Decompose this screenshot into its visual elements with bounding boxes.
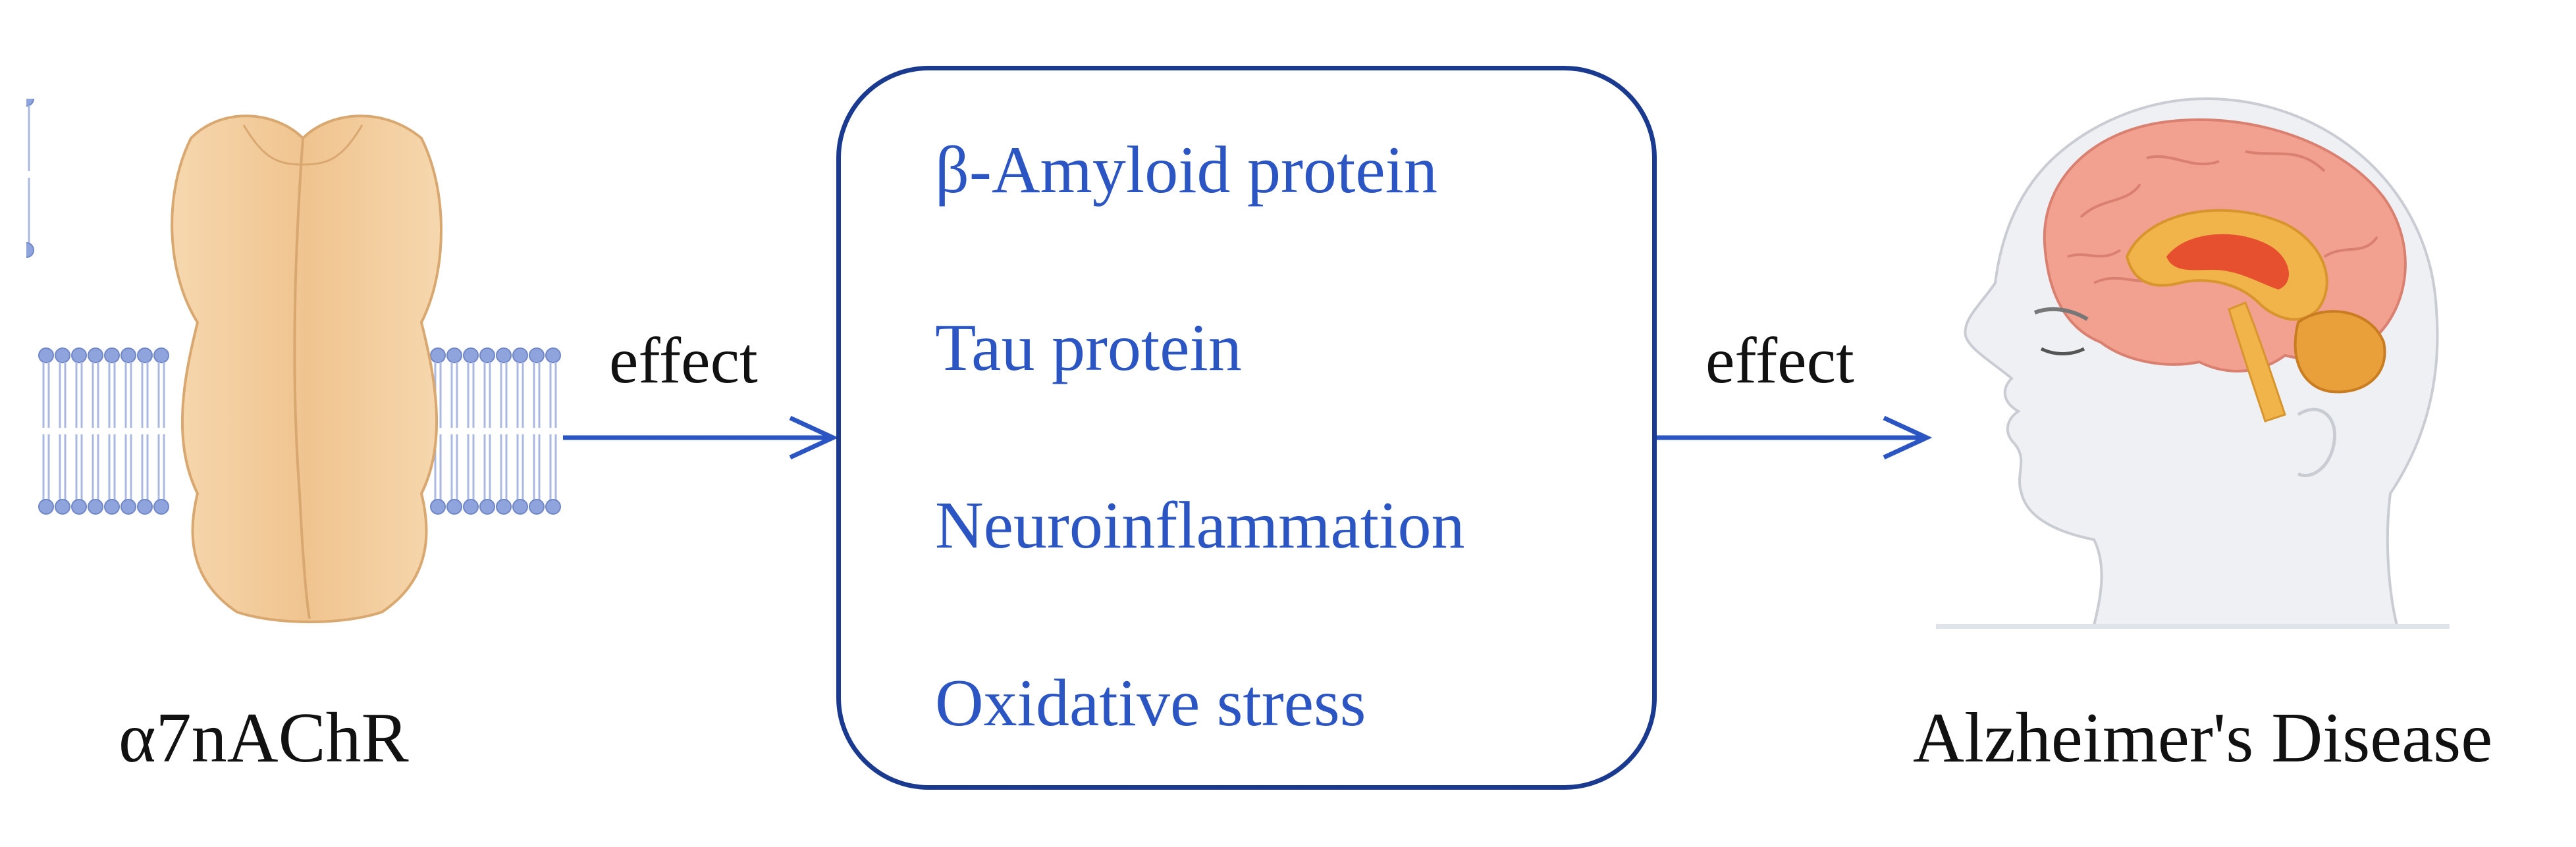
receptor-membrane-icon (26, 99, 562, 623)
effects-box (836, 66, 1657, 790)
left-arrow-label: effect (609, 324, 758, 397)
disease-label: Alzheimer's Disease (1913, 699, 2493, 777)
effect-item-oxidative-stress: Oxidative stress (935, 666, 1366, 740)
membrane-left (26, 99, 34, 258)
right-arrow (1657, 415, 1933, 460)
receptor-label: α7nAChR (119, 699, 409, 777)
effect-item-tau: Tau protein (935, 311, 1242, 385)
effect-item-amyloid: β-Amyloid protein (935, 133, 1437, 207)
right-arrow-label: effect (1705, 324, 1854, 397)
head-brain-icon (1936, 97, 2450, 629)
left-arrow (563, 415, 839, 460)
effect-item-neuroinflammation: Neuroinflammation (935, 488, 1465, 563)
